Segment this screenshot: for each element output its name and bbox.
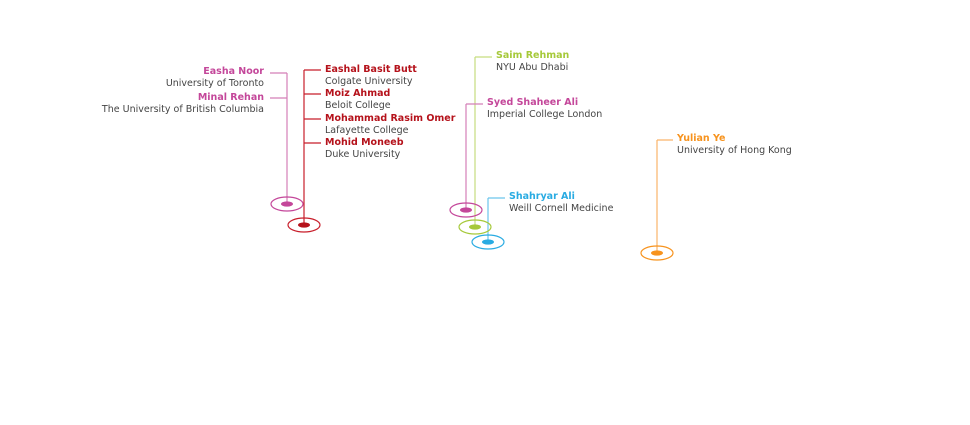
- pin-uae: [474, 56, 492, 227]
- person-label: Mohammad Rasim Omer Lafayette College: [325, 113, 455, 137]
- person-label: Mohid Moneeb Duke University: [325, 137, 404, 161]
- person-label: Saim Rehman NYU Abu Dhabi: [496, 50, 569, 74]
- location-marker[interactable]: [287, 217, 321, 233]
- person-name: Saim Rehman: [496, 50, 570, 61]
- person-name: Minal Rehan: [197, 92, 264, 103]
- location-marker[interactable]: [471, 234, 505, 250]
- location-marker[interactable]: [449, 202, 483, 218]
- person-university: University of Toronto: [165, 78, 264, 89]
- person-university: Colgate University: [325, 76, 413, 87]
- person-name: Mohid Moneeb: [325, 137, 404, 148]
- person-university: University of Hong Kong: [677, 145, 792, 156]
- person-label: Yulian Ye University of Hong Kong: [677, 133, 792, 157]
- location-marker[interactable]: [270, 196, 304, 212]
- person-university: NYU Abu Dhabi: [496, 62, 569, 73]
- person-university: Lafayette College: [325, 125, 409, 136]
- person-label: Syed Shaheer Ali Imperial College London: [487, 97, 602, 121]
- location-marker[interactable]: [458, 219, 492, 235]
- location-marker[interactable]: [640, 245, 674, 261]
- pin-canada: [270, 72, 288, 204]
- person-name: Easha Noor: [203, 66, 264, 77]
- pin-hongkong: [656, 139, 673, 253]
- person-name: Yulian Ye: [677, 133, 726, 144]
- person-label: Easha Noor University of Toronto: [166, 66, 264, 90]
- person-university: Beloit College: [325, 100, 391, 111]
- person-name: Syed Shaheer Ali: [487, 97, 579, 108]
- person-university: Weill Cornell Medicine: [509, 203, 614, 214]
- person-label: Minal Rehan The University of British Co…: [102, 92, 264, 116]
- person-university: The University of British Columbia: [101, 104, 264, 115]
- pin-usa: [303, 69, 321, 225]
- person-label: Moiz Ahmad Beloit College: [325, 88, 391, 112]
- person-university: Duke University: [325, 149, 401, 160]
- person-university: Imperial College London: [487, 109, 603, 120]
- person-name: Eashal Basit Butt: [325, 64, 417, 75]
- person-name: Mohammad Rasim Omer: [325, 113, 456, 124]
- person-label: Shahryar Ali Weill Cornell Medicine: [509, 191, 613, 215]
- pin-uk: [465, 103, 483, 210]
- person-name: Moiz Ahmad: [325, 88, 391, 99]
- person-name: Shahryar Ali: [509, 191, 575, 202]
- person-label: Eashal Basit Butt Colgate University: [325, 64, 417, 88]
